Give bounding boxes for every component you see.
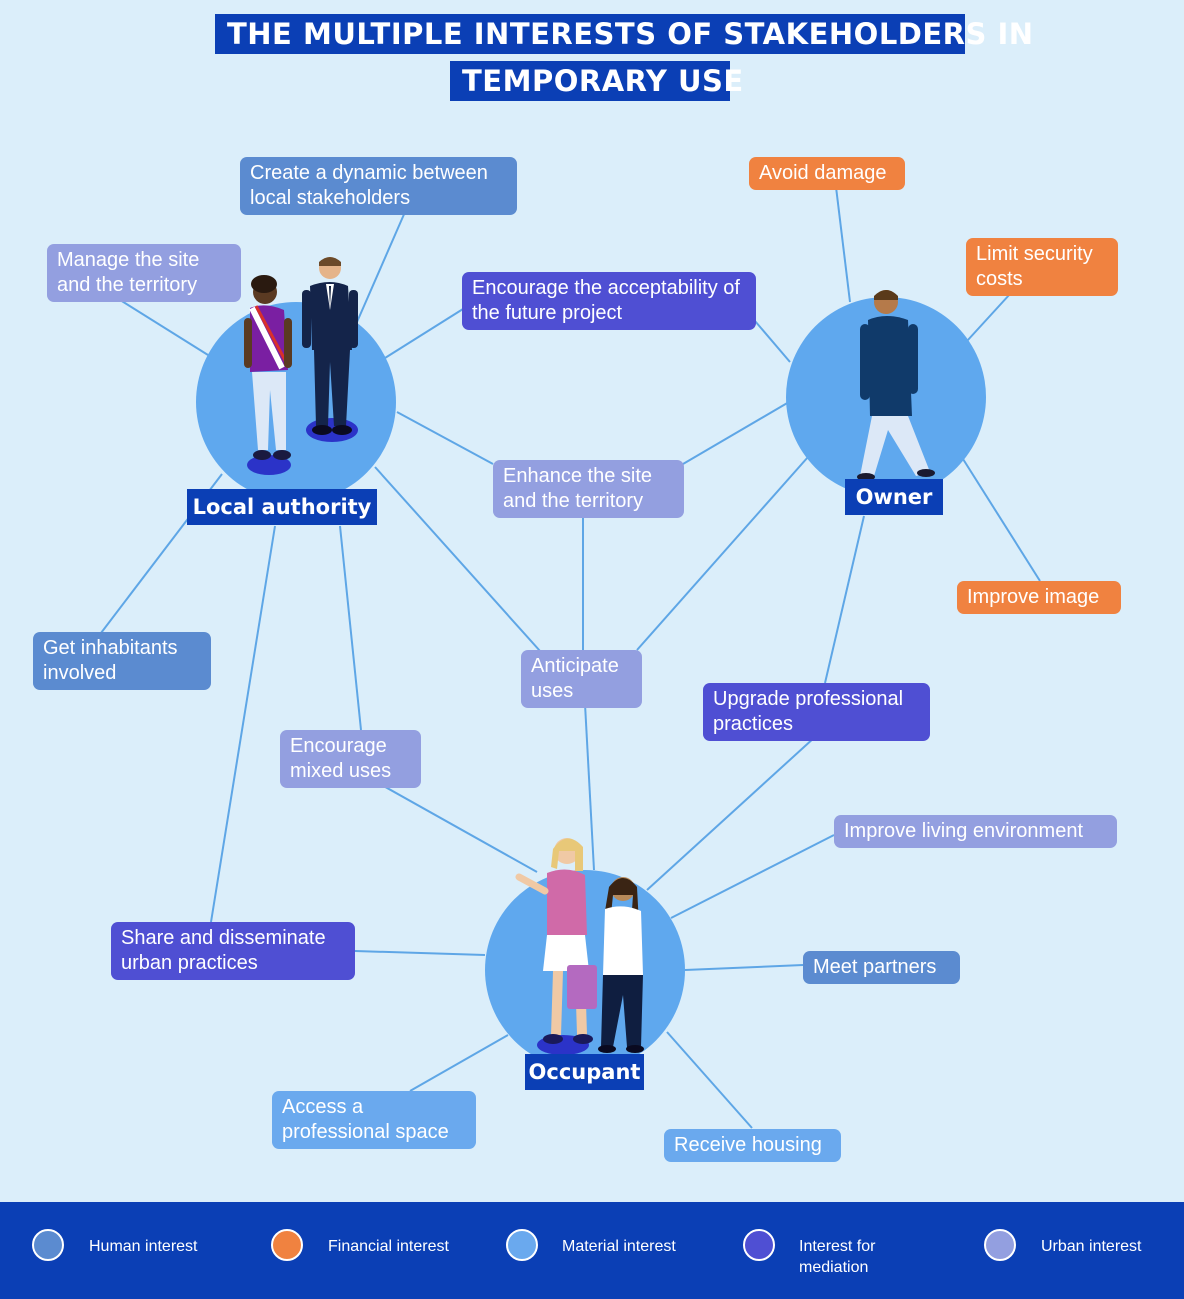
local-authority-illustration: [244, 257, 358, 475]
legend-financial-dot: [271, 1229, 303, 1261]
legend-material-label: Material interest: [562, 1238, 676, 1255]
interest-limit-security: Limit security costs: [966, 238, 1118, 296]
role-occupant: Occupant: [525, 1054, 644, 1090]
legend-material-dot: [506, 1229, 538, 1261]
legend-financial-label: Financial interest: [328, 1238, 449, 1255]
occupant-illustration: [515, 838, 644, 1055]
role-owner: Owner: [845, 479, 943, 515]
interest-enhance-site: Enhance the site and the territory: [493, 460, 684, 518]
interest-manage-site: Manage the site and the territory: [47, 244, 241, 302]
interest-meet-partners: Meet partners: [803, 951, 960, 984]
interest-improve-living: Improve living environment: [834, 815, 1117, 848]
local-authority-circle: [196, 302, 396, 502]
legend-mediation-dot: [743, 1229, 775, 1261]
legend-urban-label: Urban interest: [1041, 1238, 1142, 1255]
interest-upgrade-practices: Upgrade professional practices: [703, 683, 930, 741]
interest-get-inhabitants: Get inhabitants involved: [33, 632, 211, 690]
legend: Human interest Financial interest Materi…: [0, 1202, 1184, 1299]
title-line-2: TEMPORARY USE: [450, 61, 743, 101]
role-local-authority: Local authority: [187, 489, 377, 525]
interest-improve-image: Improve image: [957, 581, 1121, 614]
interest-anticipate-uses: Anticipate uses: [521, 650, 642, 708]
interest-access-space: Access a professional space: [272, 1091, 476, 1149]
legend-mediation-label: Interest for mediation: [799, 1238, 876, 1276]
owner-illustration: [857, 290, 935, 480]
interest-avoid-damage: Avoid damage: [749, 157, 905, 190]
interest-share-disseminate: Share and disseminate urban practices: [111, 922, 355, 980]
interest-receive-housing: Receive housing: [664, 1129, 841, 1162]
legend-human-dot: [32, 1229, 64, 1261]
interest-encourage-acceptability: Encourage the acceptability of the futur…: [462, 272, 756, 330]
interest-encourage-mixed: Encourage mixed uses: [280, 730, 421, 788]
legend-urban-dot: [984, 1229, 1016, 1261]
legend-human-label: Human interest: [89, 1238, 198, 1255]
interest-create-dynamic: Create a dynamic between local stakehold…: [240, 157, 517, 215]
title-line-1: THE MULTIPLE INTERESTS OF STAKEHOLDERS I…: [215, 14, 1033, 54]
